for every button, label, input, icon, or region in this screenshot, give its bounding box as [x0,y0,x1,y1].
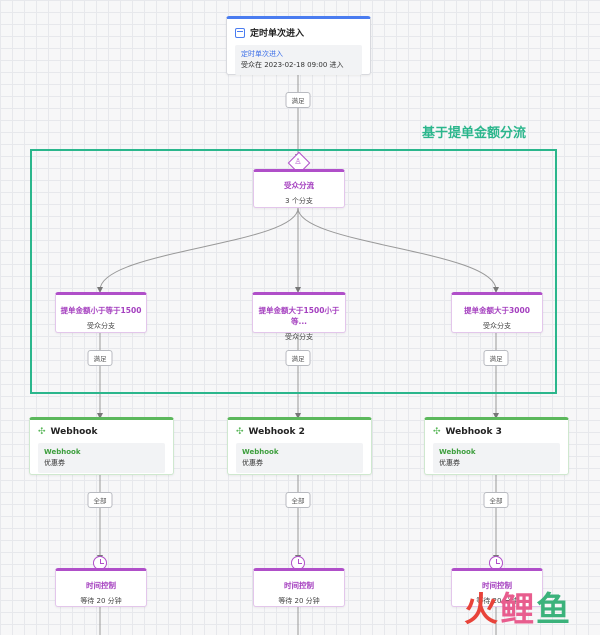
webhook-detail-text: 优惠券 [44,459,65,467]
timer-subtitle: 等待 20 分钟 [278,597,320,605]
branch-connector-1[interactable]: 满足 [87,350,113,366]
edge-split-3 [297,207,499,293]
branch-node-2[interactable]: 提单金额大于1500小于等... 受众分支 [252,292,346,341]
trigger-detail-title: 定时单次进入 [241,50,283,58]
splitter-title: 受众分流 [284,181,314,190]
branch-group-box [30,149,557,394]
branch-title: 提单金额大于1500小于等... [258,306,340,326]
splitter-node[interactable]: 受众分流 3 个分支 [253,169,345,208]
webhook-icon: ✣ [236,427,244,437]
webhook-detail-title: Webhook [44,448,81,456]
webhook-detail-text: 优惠券 [242,459,263,467]
timer-subtitle: 等待 20 分钟 [476,597,518,605]
branch-subtitle: 受众分支 [483,322,511,330]
branch-node-3[interactable]: 提单金额大于3000 受众分支 [451,292,543,333]
branch-subtitle: 受众分支 [87,322,115,330]
branch-node-1[interactable]: 提单金额小于等于1500 受众分支 [55,292,147,333]
webhook-title: Webhook 2 [248,427,305,437]
webhook-detail: Webhook 优惠券 [236,443,363,473]
timer-node-2[interactable]: 时间控制 等待 20 分钟 [253,568,345,607]
calendar-icon [235,27,245,38]
timer-node-3[interactable]: 时间控制 等待 20 分钟 [451,568,543,607]
timer-title: 时间控制 [284,581,314,590]
webhook-detail: Webhook 优惠券 [433,443,560,473]
webhook-icon: ✣ [38,427,46,437]
webhook-title: Webhook [50,427,98,437]
trigger-detail: 定时单次进入 受众在 2023-02-18 09:00 进入 [235,45,362,75]
branch-connector-3[interactable]: 满足 [483,350,509,366]
webhook-connector-2[interactable]: 全部 [285,492,311,508]
webhook-connector-1[interactable]: 全部 [87,492,113,508]
webhook-detail-title: Webhook [242,448,279,456]
watermark-char: 火 [464,590,500,630]
webhook-node-1[interactable]: ✣ Webhook Webhook 优惠券 [29,417,174,475]
timer-subtitle: 等待 20 分钟 [80,597,122,605]
person-icon: ♙ [294,157,302,166]
branch-connector-2[interactable]: 满足 [285,350,311,366]
timer-title: 时间控制 [482,581,512,590]
edge-split-1 [97,207,299,293]
webhook-detail-title: Webhook [439,448,476,456]
trigger-connector[interactable]: 满足 [285,92,311,108]
webhook-detail-text: 优惠券 [439,459,460,467]
brand-watermark: 火鲤鱼 [464,582,572,631]
branch-title: 提单金额小于等于1500 [60,306,142,315]
timer-node-1[interactable]: 时间控制 等待 20 分钟 [55,568,147,607]
webhook-title: Webhook 3 [445,427,502,437]
trigger-node[interactable]: 定时单次进入 定时单次进入 受众在 2023-02-18 09:00 进入 [226,16,371,75]
webhook-connector-3[interactable]: 全部 [483,492,509,508]
group-label: 基于提单金额分流 [422,126,527,141]
splitter-subtitle: 3 个分支 [285,197,313,205]
trigger-detail-text: 受众在 2023-02-18 09:00 进入 [241,61,344,69]
timer-title: 时间控制 [86,581,116,590]
webhook-node-3[interactable]: ✣ Webhook 3 Webhook 优惠券 [424,417,569,475]
watermark-char: 鱼 [536,590,572,630]
branch-subtitle: 受众分支 [285,333,313,341]
webhook-node-2[interactable]: ✣ Webhook 2 Webhook 优惠券 [227,417,372,475]
webhook-detail: Webhook 优惠券 [38,443,165,473]
trigger-title: 定时单次进入 [250,29,305,39]
branch-title: 提单金额大于3000 [464,306,530,315]
watermark-char: 鲤 [500,590,536,630]
webhook-icon: ✣ [433,427,441,437]
